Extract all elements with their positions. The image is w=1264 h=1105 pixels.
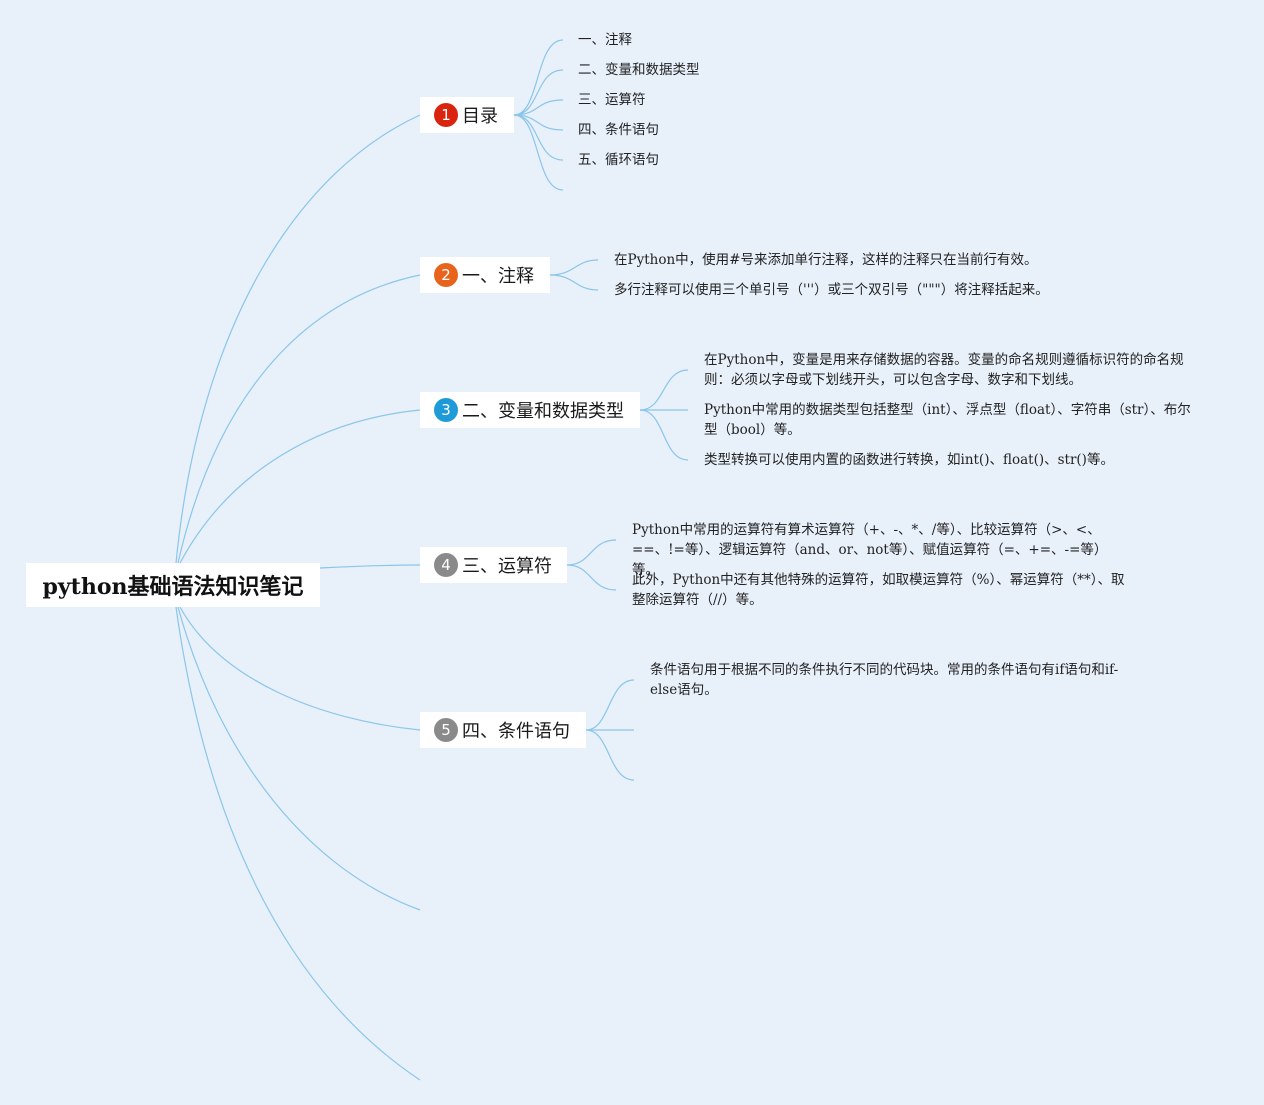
leaf-note[interactable]: Python中常用的运算符有算术运算符（+、-、*、/等）、比较运算符（>、<、… [632, 522, 1108, 578]
branch-connector [639, 409, 689, 461]
branch-connector [513, 69, 564, 116]
branch-connector [513, 39, 564, 116]
branch-label: 四、条件语句 [462, 721, 570, 742]
number-badge-4: 4 [434, 553, 458, 577]
root-topic[interactable]: python基础语法知识笔记 [26, 563, 320, 607]
leaf-note[interactable]: 条件语句用于根据不同的条件执行不同的代码块。常用的条件语句有if语句和if-el… [650, 662, 1119, 698]
toc-leaf[interactable]: 一、注释 [578, 32, 632, 48]
leaf-note[interactable]: 在Python中，使用#号来添加单行注释，这样的注释只在当前行有效。 [614, 252, 1038, 268]
branch-topic-comments[interactable]: 2 一、注释 [420, 257, 550, 293]
branch-connector [549, 274, 599, 291]
number-badge-5: 5 [434, 718, 458, 742]
branch-connector [513, 114, 564, 191]
branch-label: 一、注释 [462, 266, 534, 287]
toc-leaf[interactable]: 三、运算符 [578, 92, 646, 108]
branch-topic-operators[interactable]: 4 三、运算符 [420, 547, 567, 583]
branch-connector [549, 259, 599, 276]
branch-label: 二、变量和数据类型 [462, 401, 624, 422]
toc-leaf[interactable]: 二、变量和数据类型 [578, 62, 700, 78]
root-connector [319, 564, 421, 569]
root-connector [177, 606, 421, 911]
leaf-note[interactable]: 多行注释可以使用三个单引号（'''）或三个双引号（"""）将注释括起来。 [614, 282, 1049, 298]
branch-connector [513, 114, 564, 131]
number-badge-3: 3 [434, 398, 458, 422]
branch-topic-toc[interactable]: 1 目录 [420, 97, 514, 133]
leaf-note[interactable]: Python中常用的数据类型包括整型（int）、浮点型（float）、字符串（s… [704, 402, 1191, 438]
number-badge-1: 1 [434, 103, 458, 127]
leaf-note[interactable]: 类型转换可以使用内置的函数进行转换，如int()、float()、str()等。 [704, 452, 1114, 468]
branch-topic-variables[interactable]: 3 二、变量和数据类型 [420, 392, 640, 428]
branch-connector [585, 729, 635, 781]
branch-label: 三、运算符 [462, 556, 552, 577]
branch-topic-conditionals[interactable]: 5 四、条件语句 [420, 712, 586, 748]
root-connector [179, 409, 421, 564]
branch-label: 目录 [462, 106, 498, 127]
root-connector [179, 606, 421, 731]
leaf-note[interactable]: 此外，Python中还有其他特殊的运算符，如取模运算符（%）、幂运算符（**）、… [632, 572, 1125, 608]
branch-connector [566, 564, 617, 591]
branch-connector [585, 679, 635, 731]
number-badge-2: 2 [434, 263, 458, 287]
toc-leaf[interactable]: 五、循环语句 [578, 152, 659, 168]
branch-connector [513, 99, 564, 116]
root-connector [177, 274, 421, 564]
branch-connector [639, 369, 689, 411]
root-connector [175, 114, 421, 564]
branch-connector [513, 114, 564, 161]
leaf-note[interactable]: 在Python中，变量是用来存储数据的容器。变量的命名规则遵循标识符的命名规则：… [704, 352, 1184, 388]
toc-leaf[interactable]: 四、条件语句 [578, 122, 659, 138]
root-connector [175, 606, 421, 1081]
branch-connector [566, 539, 617, 566]
root-topic-label: python基础语法知识笔记 [42, 574, 304, 600]
